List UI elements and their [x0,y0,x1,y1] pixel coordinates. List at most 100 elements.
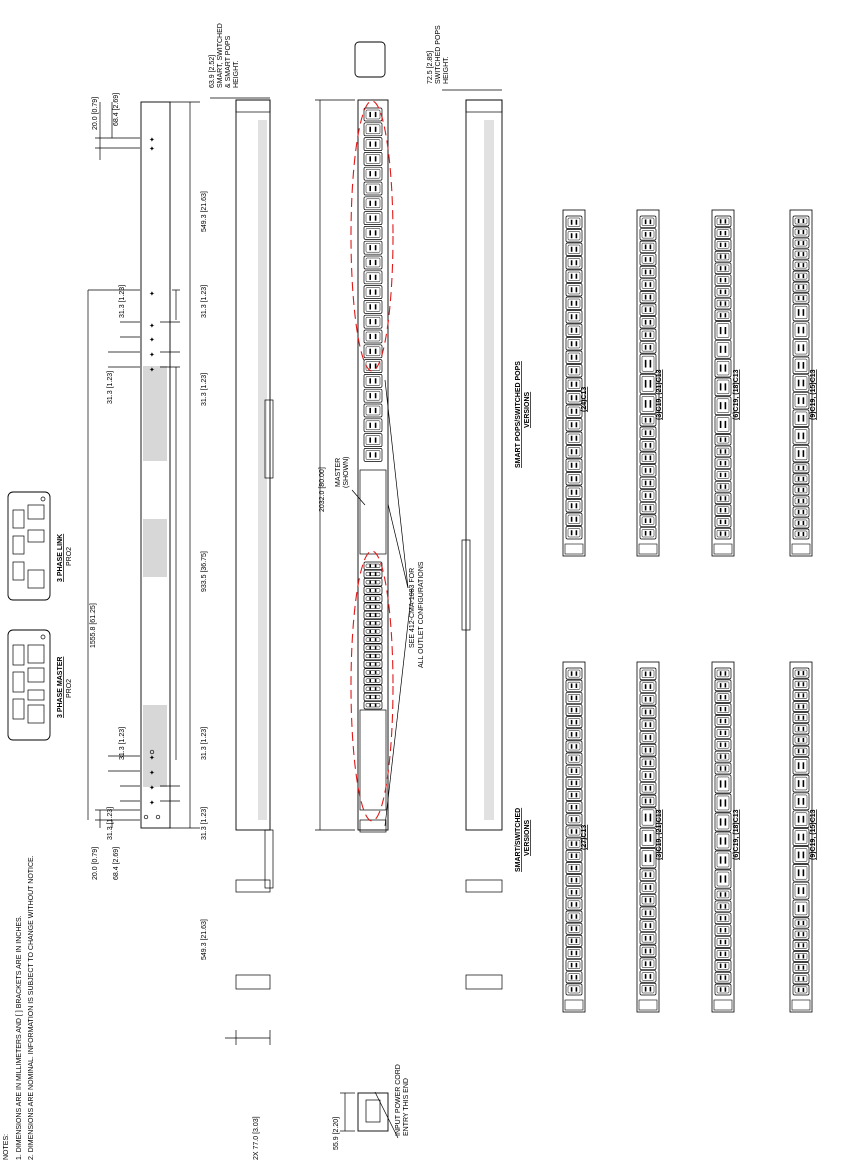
c13-outlet [714,262,732,275]
c13-outlet [639,439,657,452]
outlet-highlight-top [350,100,394,372]
smart-pops-versions-title: SMART POPS/SWITCHED POPS VERSIONS [515,361,531,468]
c19-outlet [639,807,657,828]
c13-outlet [565,377,583,391]
c13-outlet [714,983,732,996]
c13-outlet [792,951,810,962]
svg-text:MASTER: MASTER [335,458,342,487]
dim-top-31-d: 31.3 [1.23] [201,373,208,406]
c13-outlet [792,473,810,485]
c19-outlet [639,827,657,848]
dim-top-31-c: 31.3 [1.23] [107,371,114,404]
config-label-smart-switched-1: (3)C19, (21)C13 [656,809,663,860]
c13-outlet [792,939,810,951]
c13-outlet [565,874,583,887]
c13-outlet [363,692,383,702]
config-label-smart-switched-2: (6)C19, (18)C13 [733,809,740,860]
c19-outlet [792,810,810,829]
c19-outlet [792,774,810,793]
link-module-title: 3 PHASE LINK [57,534,64,582]
c13-outlet [714,703,732,715]
c13-outlet [363,684,383,693]
c13-outlet [639,970,657,983]
svg-text:SEE 412-CMA-1083 FOR: SEE 412-CMA-1083 FOR [409,568,416,648]
svg-text:VERSIONS: VERSIONS [524,391,531,428]
c13-outlet [714,309,732,322]
c13-outlet [363,643,383,652]
c13-outlet [639,414,657,427]
dim-bot-68: 68.4 [2.69] [113,847,120,880]
c13-outlet [792,984,810,996]
c13-outlet [639,464,657,477]
dim-length-2032: 2032.0 [80.00] [319,467,326,512]
c13-outlet [565,813,583,826]
c13-outlet [639,731,657,744]
c13-outlet [565,269,583,283]
c13-outlet [565,296,583,310]
c19-outlet [714,415,732,434]
c13-outlet [565,499,583,513]
vent-grid-1 [143,366,167,461]
c13-outlet [792,281,810,293]
c13-outlet [565,458,583,472]
master-module-slot [359,469,387,555]
c13-outlet [714,445,732,458]
c13-outlet [639,718,657,731]
c13-outlet [792,292,810,304]
c13-outlet [565,350,583,364]
svg-text:SMART, SWITCHED: SMART, SWITCHED [217,23,224,88]
pdu-end-cap-top [354,41,386,78]
c13-outlet [363,255,383,270]
c13-outlet [565,934,583,947]
dim-top-549: 549.3 [21.63] [201,191,208,232]
dim-top-20: 20.0 [0.79] [92,97,99,130]
c13-outlet [363,586,383,595]
svg-text:SWITCHED POPS: SWITCHED POPS [435,25,442,84]
c13-outlet [792,528,810,540]
c13-outlet [363,211,383,225]
c13-outlet [565,849,583,862]
c13-outlet [565,691,583,704]
c13-outlet [565,971,583,984]
c13-outlet [565,947,583,959]
c13-outlet [565,431,583,445]
smart-switched-config-strips [562,661,813,1013]
c13-outlet [714,433,732,446]
c13-outlet [565,242,583,256]
side-view-left [235,99,274,990]
outlet-column-bottom [363,561,383,710]
c13-outlet [363,635,383,644]
c19-outlet [714,377,732,397]
c13-outlet [565,323,583,337]
c19-outlet [639,373,657,394]
c13-outlet [792,917,810,929]
c13-outlet [714,679,732,692]
c19-outlet [714,774,732,794]
c13-outlet [639,265,657,279]
c13-outlet [714,715,732,727]
c19-outlet [792,409,810,427]
c13-outlet [363,403,383,418]
c13-outlet [565,512,583,526]
link-module-thumbnail [7,491,51,601]
dim-depth-77: 2X 77.0 [3.03] [253,1116,260,1160]
c13-outlet [565,229,583,243]
c13-outlet [363,619,383,628]
c13-outlet [639,906,657,920]
dim-top-31-b: 31.3 [1.23] [119,285,126,318]
c13-outlet [363,181,383,196]
c13-outlet [565,862,583,874]
c13-outlet [792,745,810,757]
config-label-smart-switched-3: (9)C19, (15)C13 [810,809,817,860]
c19-outlet [792,356,810,375]
c13-outlet [565,404,583,418]
height-switched-label: 72.5 [2.85] SWITCHED POPS HEIGHT. [427,25,450,84]
c13-outlet [363,433,383,447]
svg-text:✦: ✦ [149,799,155,807]
c13-outlet [363,418,383,433]
c13-outlet [565,764,583,777]
c13-outlet [363,226,383,240]
c13-outlet [639,957,657,970]
c19-outlet [714,831,732,851]
c13-outlet [792,495,810,507]
